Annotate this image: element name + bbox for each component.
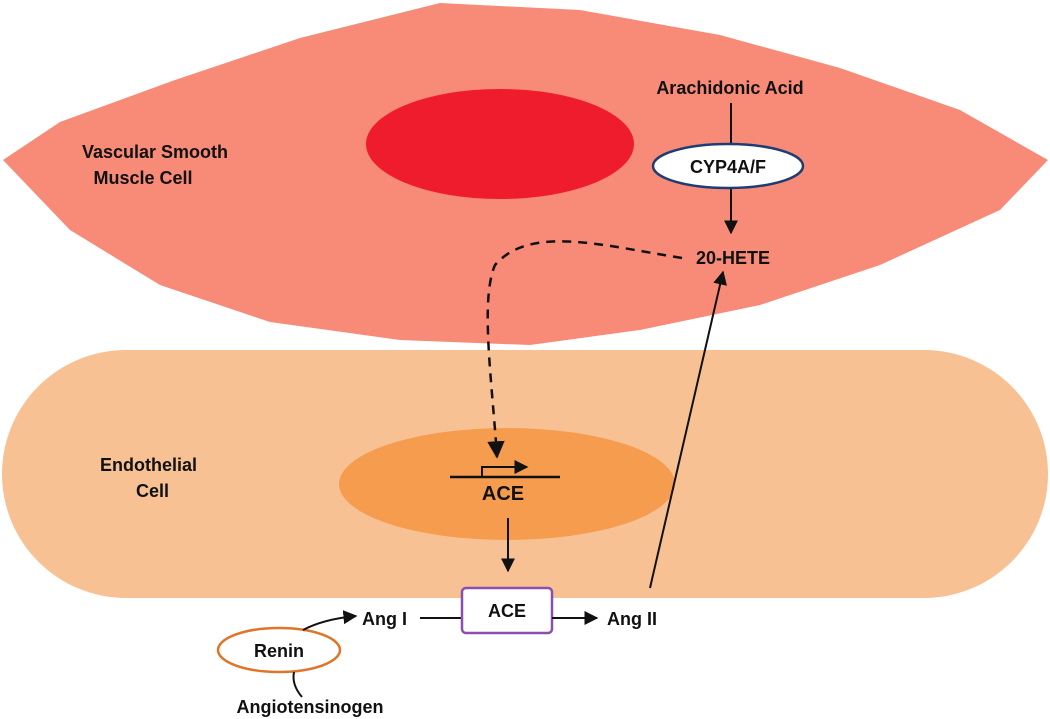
hete-to-ace-dashed-arrow bbox=[486, 240, 683, 459]
ace-enzyme-label: ACE bbox=[488, 601, 526, 621]
smooth-muscle-nucleus bbox=[366, 89, 634, 199]
cyp4af-enzyme bbox=[651, 142, 805, 190]
ace-enzyme-box bbox=[460, 586, 554, 635]
vsmc-label-line2: Muscle Cell bbox=[93, 168, 192, 188]
endothelial-label-line1: Endothelial bbox=[100, 455, 197, 475]
endothelial-nucleus bbox=[339, 428, 675, 540]
renin-enzyme bbox=[216, 626, 342, 674]
renin-to-ang1-arrow bbox=[302, 610, 358, 631]
angiotensinogen-label: Angiotensinogen bbox=[237, 697, 384, 717]
endothelial-label-line2: Cell bbox=[136, 481, 169, 501]
ang2-label: Ang II bbox=[607, 609, 657, 629]
ang1-label: Ang I bbox=[362, 609, 407, 629]
hete-label: 20-HETE bbox=[696, 248, 770, 268]
angiotensinogen-to-renin-line bbox=[292, 671, 303, 698]
arachidonic-acid-label: Arachidonic Acid bbox=[656, 78, 803, 98]
vsmc-label-line1: Vascular Smooth bbox=[82, 142, 228, 162]
ang2-to-hete-arrow bbox=[649, 270, 727, 589]
renin-label: Renin bbox=[254, 641, 304, 661]
transcription-start-arrow bbox=[481, 460, 529, 477]
ace-gene-label: ACE bbox=[482, 483, 524, 505]
cyp4af-label: CYP4A/F bbox=[690, 157, 766, 177]
